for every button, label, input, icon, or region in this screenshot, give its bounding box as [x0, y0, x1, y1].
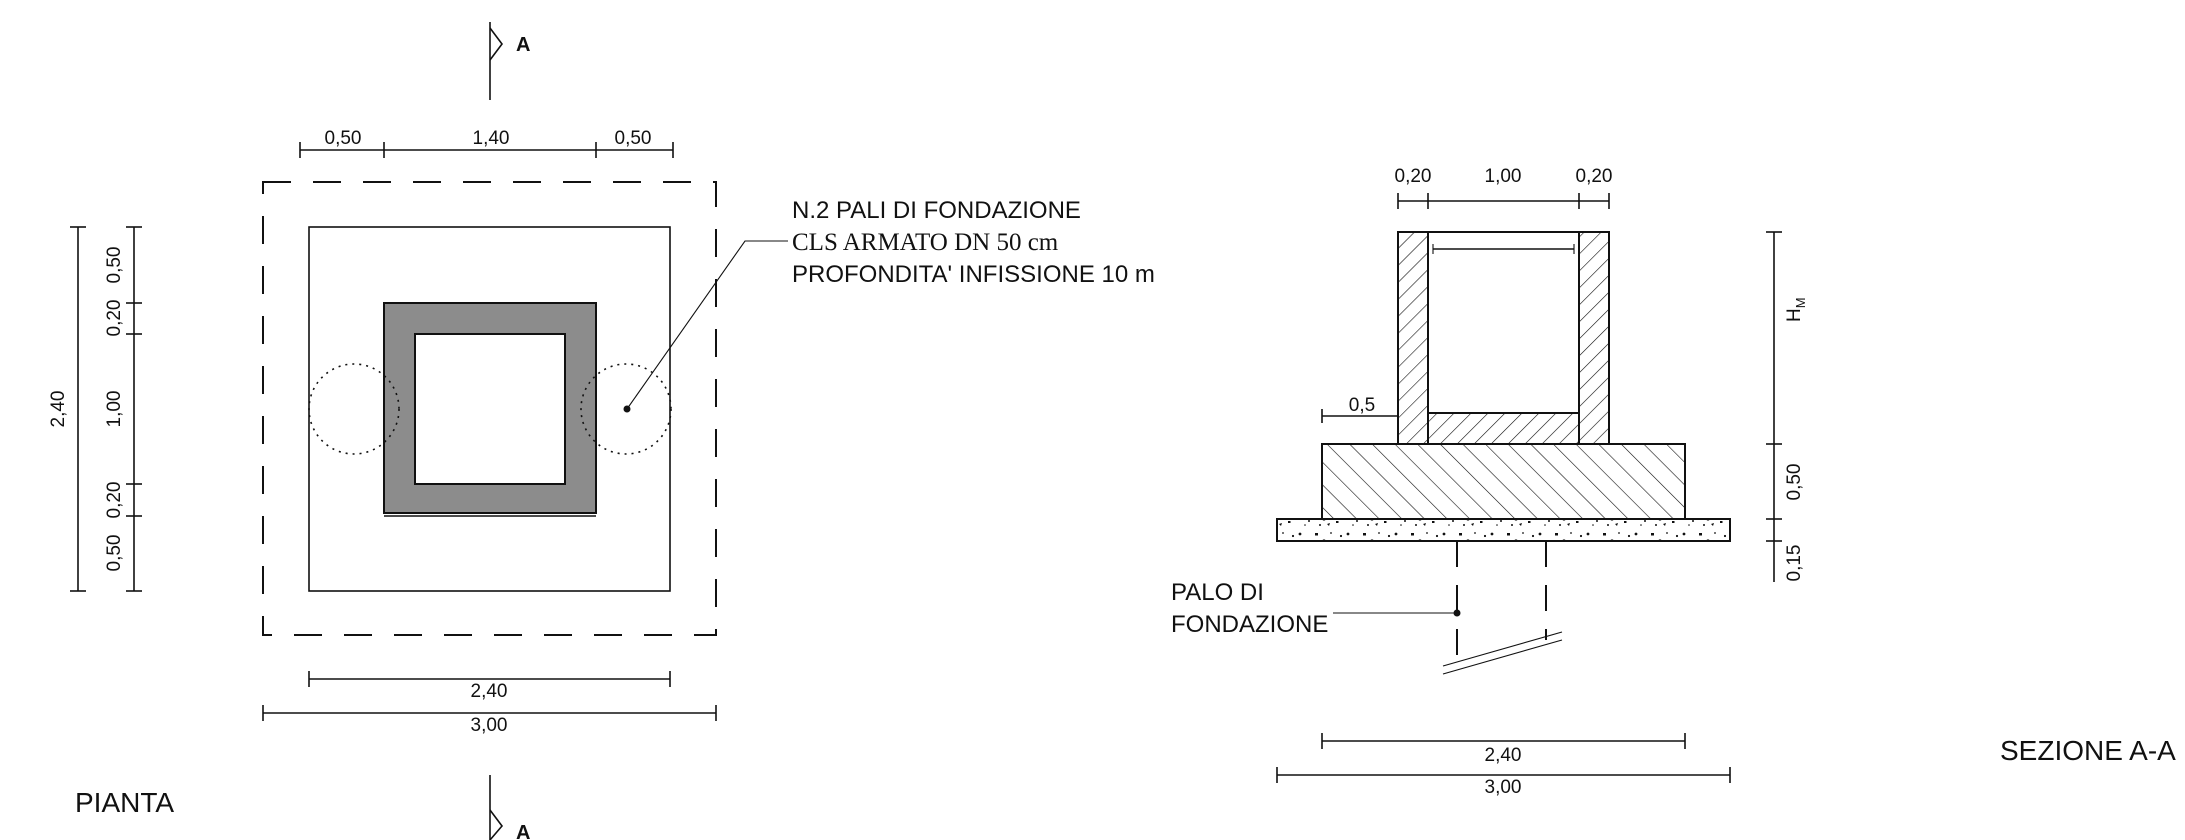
plan-dims-bottom: 2,40 3,00	[262, 671, 717, 736]
section-marker-bottom: A	[489, 775, 530, 840]
dim-left-total: 2,40	[48, 391, 69, 428]
pile-label-line-1: PALO DI	[1171, 579, 1264, 606]
section-dims-top: 0,20 1,00 0,20	[1395, 166, 1613, 209]
section-base-slab	[1321, 443, 1686, 520]
section-marker-letter: A	[516, 822, 530, 840]
plan-note-leader	[626, 240, 788, 410]
plan-view: A A N.2 PALI DI FONDAZIONE CLS ARMATO DN…	[48, 22, 1155, 840]
section-dim-height: HM	[1784, 297, 1808, 322]
dim-left-2: 0,20	[104, 300, 125, 337]
plan-chamber-opening	[414, 333, 566, 485]
dim-left-4: 0,20	[104, 482, 125, 519]
note-line-2: CLS ARMATO DN 50 cm	[792, 229, 1059, 256]
plan-dims-left: 2,40 0,50 0,20 1,00 0,20 0,50	[48, 226, 142, 592]
dim-left-1: 0,50	[104, 247, 125, 284]
plan-title: PIANTA	[75, 787, 174, 818]
dim-bottom-outer: 3,00	[471, 715, 508, 736]
section-dim-right-1: 0,50	[1784, 464, 1805, 501]
section-dims-bottom: 2,40 3,00	[1276, 733, 1731, 798]
section-dim-offset-label: 0,5	[1349, 395, 1375, 416]
dim-top-1: 0,50	[325, 128, 362, 149]
pile-label: PALO DI FONDAZIONE	[1171, 579, 1328, 638]
section-chamber-floor	[1427, 412, 1580, 445]
section-dims-right: HM 0,50 0,15	[1766, 231, 1808, 582]
section-dim-bottom-inner: 2,40	[1485, 745, 1522, 766]
section-dim-right-2: 0,15	[1784, 545, 1805, 582]
section-lean-concrete	[1276, 518, 1731, 542]
section-marker-letter: A	[516, 34, 530, 56]
plan-outer-footprint	[262, 181, 717, 636]
plan-dims-top: 0,50 1,40 0,50	[299, 128, 674, 158]
section-wall-left	[1397, 231, 1429, 445]
section-dim-offset: 0,5	[1321, 395, 1398, 423]
plan-pile-left	[308, 363, 400, 455]
section-dim-bottom-outer: 3,00	[1485, 777, 1522, 798]
note-line-3: PROFONDITA' INFISSIONE 10 m	[792, 261, 1155, 288]
dim-left-3: 1,00	[104, 391, 125, 428]
section-marker-top: A	[489, 22, 530, 100]
section-chamber-void	[1427, 231, 1580, 414]
section-dim-top-1: 0,20	[1395, 166, 1432, 187]
plan-note: N.2 PALI DI FONDAZIONE CLS ARMATO DN 50 …	[792, 197, 1155, 288]
dim-left-5: 0,50	[104, 535, 125, 572]
dim-bottom-inner: 2,40	[471, 681, 508, 702]
section-view: PALO DI FONDAZIONE 0,20 1,00 0,20 0,5	[1171, 166, 2176, 798]
section-title: SEZIONE A-A	[2000, 735, 2176, 766]
dim-top-2: 1,40	[473, 128, 510, 149]
section-wall-right	[1578, 231, 1610, 445]
dim-top-3: 0,50	[615, 128, 652, 149]
section-dim-top-2: 1,00	[1485, 166, 1522, 187]
note-line-1: N.2 PALI DI FONDAZIONE	[792, 197, 1081, 224]
plan-pile-right	[580, 363, 672, 455]
section-dim-top-3: 0,20	[1576, 166, 1613, 187]
pile-label-line-2: FONDAZIONE	[1171, 611, 1328, 638]
